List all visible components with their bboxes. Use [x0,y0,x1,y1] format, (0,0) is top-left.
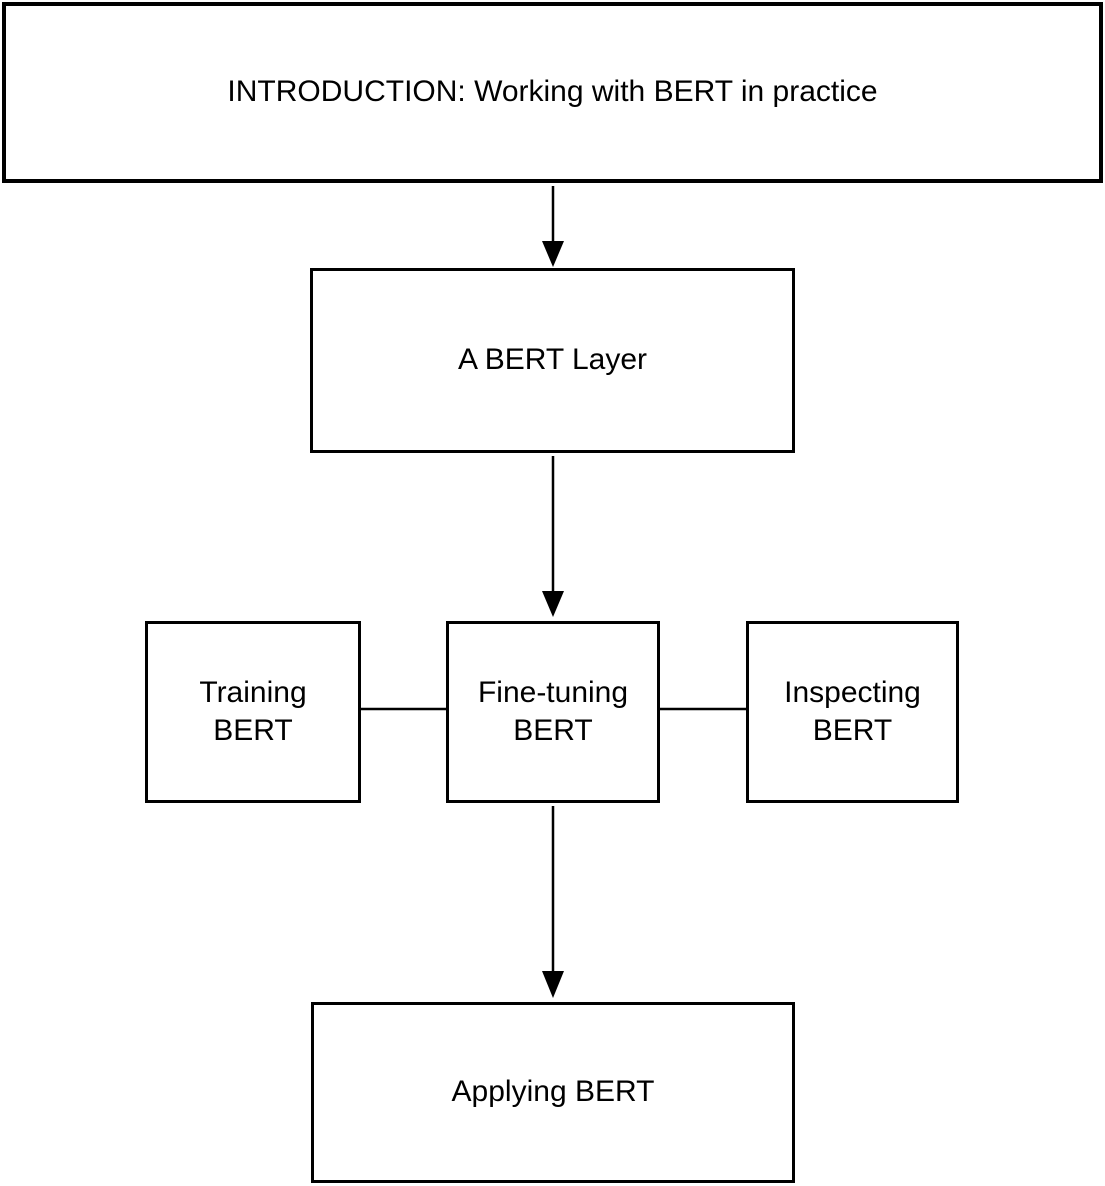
node-bert-layer: A BERT Layer [310,268,795,453]
node-bert-layer-label: A BERT Layer [458,343,647,377]
arrowhead-fine-tuning-to-applying [542,971,564,998]
node-introduction-label: INTRODUCTION: Working with BERT in pract… [227,75,878,109]
arrowhead-intro-to-bert-layer [542,241,564,267]
node-introduction: INTRODUCTION: Working with BERT in pract… [2,2,1103,183]
node-training-bert-label: Training BERT [199,675,307,747]
node-inspecting-bert-label: Inspecting BERT [784,675,921,747]
arrowhead-bert-layer-to-fine-tuning [542,591,564,617]
node-applying-bert: Applying BERT [311,1002,795,1183]
node-applying-bert-label: Applying BERT [451,1075,655,1109]
node-training-bert: Training BERT [145,621,361,803]
node-inspecting-bert: Inspecting BERT [746,621,959,803]
node-fine-tuning-bert-label: Fine-tuning BERT [477,675,629,747]
node-fine-tuning-bert: Fine-tuning BERT [446,621,660,803]
